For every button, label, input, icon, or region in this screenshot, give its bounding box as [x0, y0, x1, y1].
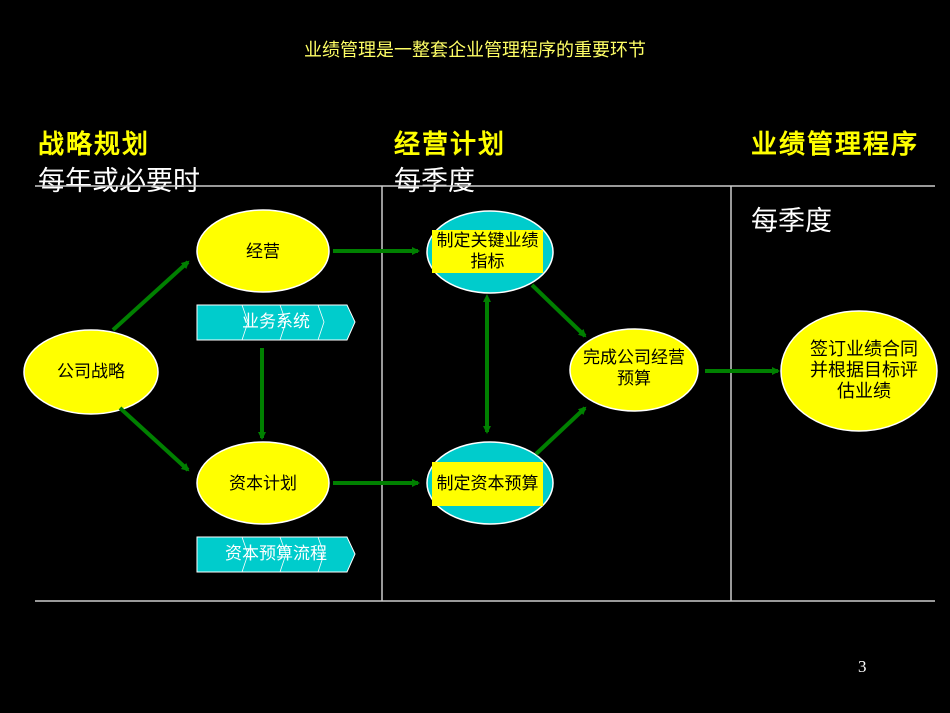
- capital-budget-label-box: [432, 462, 543, 506]
- kpi-label-box: [432, 230, 543, 273]
- node-complete-budget: 完成公司经营预算: [583, 348, 685, 389]
- node-strategy-shape: [23, 329, 159, 415]
- node-capital-plan-shape: [196, 441, 330, 525]
- node-kpi: 制定关键业绩指标: [436, 230, 539, 272]
- column-frequency-operations: 每季度: [394, 166, 475, 197]
- column-frequency-performance: 每季度: [751, 206, 832, 237]
- node-contract-shape: [780, 310, 938, 432]
- chevron-capital-budget-process: [196, 536, 356, 573]
- arrow-kpi-to-complete: [530, 283, 587, 338]
- arrow-strategy-to-operations: [111, 260, 190, 332]
- node-operations-shape: [196, 209, 330, 293]
- node-capital-budget: 制定资本预算: [436, 473, 539, 494]
- grid-lines: [35, 185, 935, 602]
- chevron-capital-budget-process-label: 资本预算流程: [225, 544, 327, 564]
- node-contract: 签订业绩合同并根据目标评估业绩: [810, 338, 918, 402]
- column-heading-operations: 经营计划: [394, 130, 507, 160]
- column-heading-performance: 业绩管理程序: [751, 130, 920, 160]
- column-heading-strategy: 战略规划: [38, 130, 151, 160]
- node-strategy: 公司战略: [57, 361, 125, 382]
- arrow-budget-to-complete: [534, 406, 587, 456]
- slide-title: 业绩管理是一整套企业管理程序的重要环节: [304, 40, 646, 61]
- page-number: 3: [858, 657, 867, 676]
- chevron-business-system: [196, 304, 356, 341]
- column-frequency-strategy: 每年或必要时: [38, 166, 200, 197]
- chevron-business-system-label: 业务系统: [242, 312, 310, 332]
- node-operations: 经营: [246, 241, 280, 262]
- node-capital-plan: 资本计划: [229, 473, 297, 494]
- node-complete-budget-shape: [569, 328, 699, 412]
- arrow-strategy-to-capital: [118, 406, 190, 472]
